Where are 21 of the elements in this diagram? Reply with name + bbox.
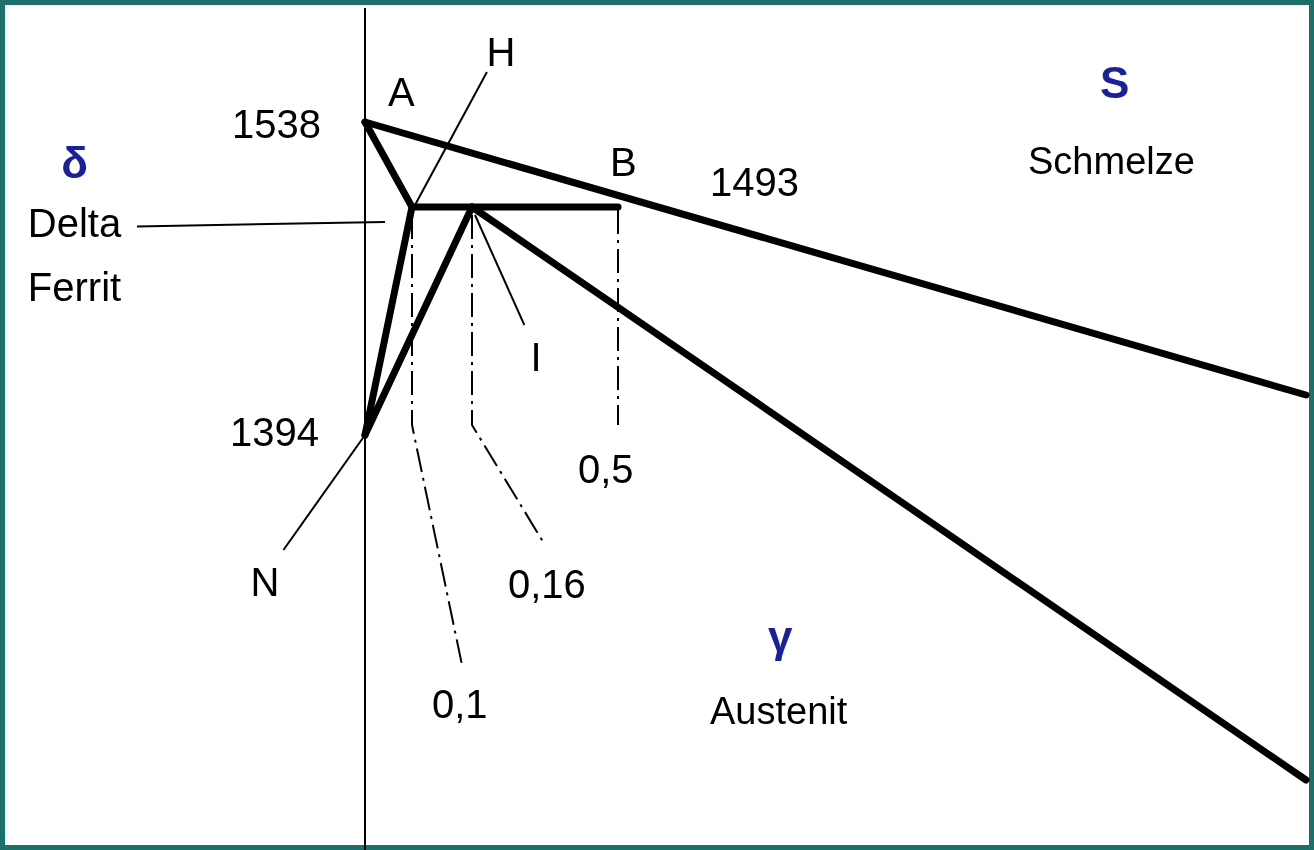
region-label: N (250, 559, 280, 606)
axis-value: 0,1 (432, 681, 488, 728)
axis-value: 1394 (230, 409, 319, 456)
axis-value: 0,16 (508, 561, 586, 608)
region-label: Schmelze (1028, 139, 1195, 184)
leader-line (414, 71, 488, 206)
axis-value: A (388, 69, 415, 116)
region-label: Delta Ferrit (26, 200, 123, 311)
axis-value: B (610, 139, 637, 186)
leader-line (474, 214, 526, 326)
region-label: I (530, 334, 542, 381)
phase-symbol: γ (768, 612, 793, 662)
phase-symbol: S (1100, 58, 1130, 108)
region-label: H (486, 29, 516, 76)
region-label: Austenit (710, 689, 848, 734)
leader-line (136, 221, 386, 228)
axis-value: 1538 (232, 101, 321, 148)
phase-symbol: δ (61, 137, 88, 189)
axis-value: 1493 (710, 159, 799, 206)
axis-value: 0,5 (578, 446, 634, 493)
leader-line (282, 434, 366, 551)
